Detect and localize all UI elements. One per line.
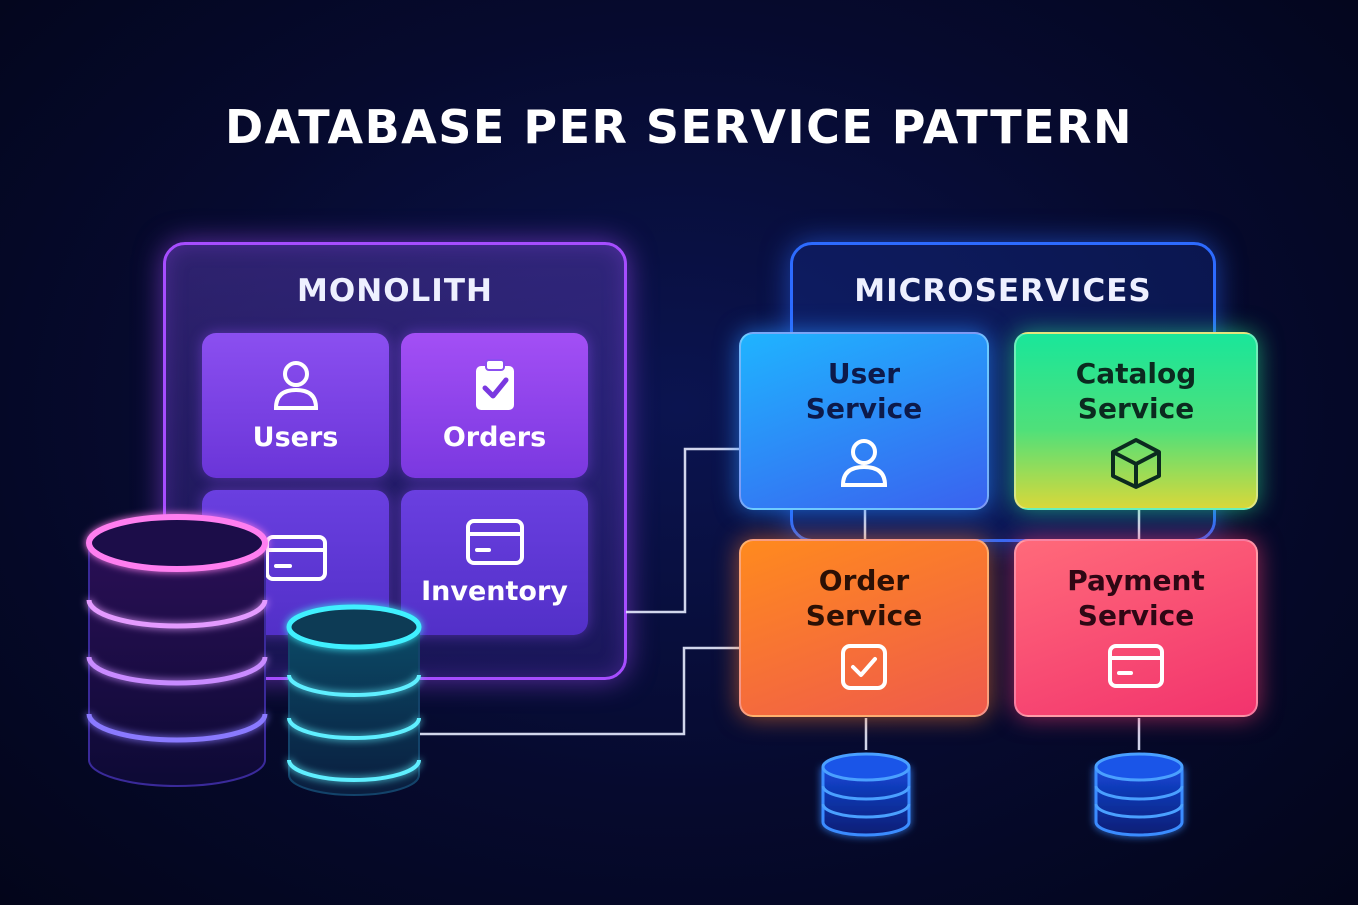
monolith-tile-orders: Orders xyxy=(401,333,588,478)
diagram-title: DATABASE PER SERVICE PATTERN xyxy=(225,100,1133,154)
shared-database-icon xyxy=(286,604,422,796)
user-service-card: User Service xyxy=(739,332,989,510)
checkbox-icon xyxy=(840,643,888,695)
user-icon xyxy=(838,436,890,492)
tile-label: Orders xyxy=(442,422,547,453)
service-label: Catalog Service xyxy=(1075,357,1197,425)
monolith-tile-inventory: Inventory xyxy=(401,490,588,635)
credit-card-icon xyxy=(465,518,525,570)
microservices-title: MICROSERVICES xyxy=(854,273,1152,309)
service-label: Order Service xyxy=(805,564,923,632)
order-service-card: Order Service xyxy=(739,539,989,717)
monolith-database-icon xyxy=(86,514,268,787)
monolith-tile-users: Users xyxy=(202,333,389,478)
payment-service-card: Payment Service xyxy=(1014,539,1258,717)
service-label: User Service xyxy=(805,357,923,425)
catalog-service-card: Catalog Service xyxy=(1014,332,1258,510)
clipboard-check-icon xyxy=(472,358,518,416)
order-database-icon xyxy=(821,752,911,837)
payment-database-icon xyxy=(1094,752,1184,837)
credit-card-icon xyxy=(1107,643,1165,693)
credit-card-icon xyxy=(264,534,328,586)
service-label: Payment Service xyxy=(1067,564,1205,632)
tile-label: Users xyxy=(252,422,339,453)
cube-icon xyxy=(1109,436,1163,494)
tile-label: Inventory xyxy=(421,576,568,607)
monolith-title: MONOLITH xyxy=(297,273,493,309)
user-icon xyxy=(271,358,321,416)
